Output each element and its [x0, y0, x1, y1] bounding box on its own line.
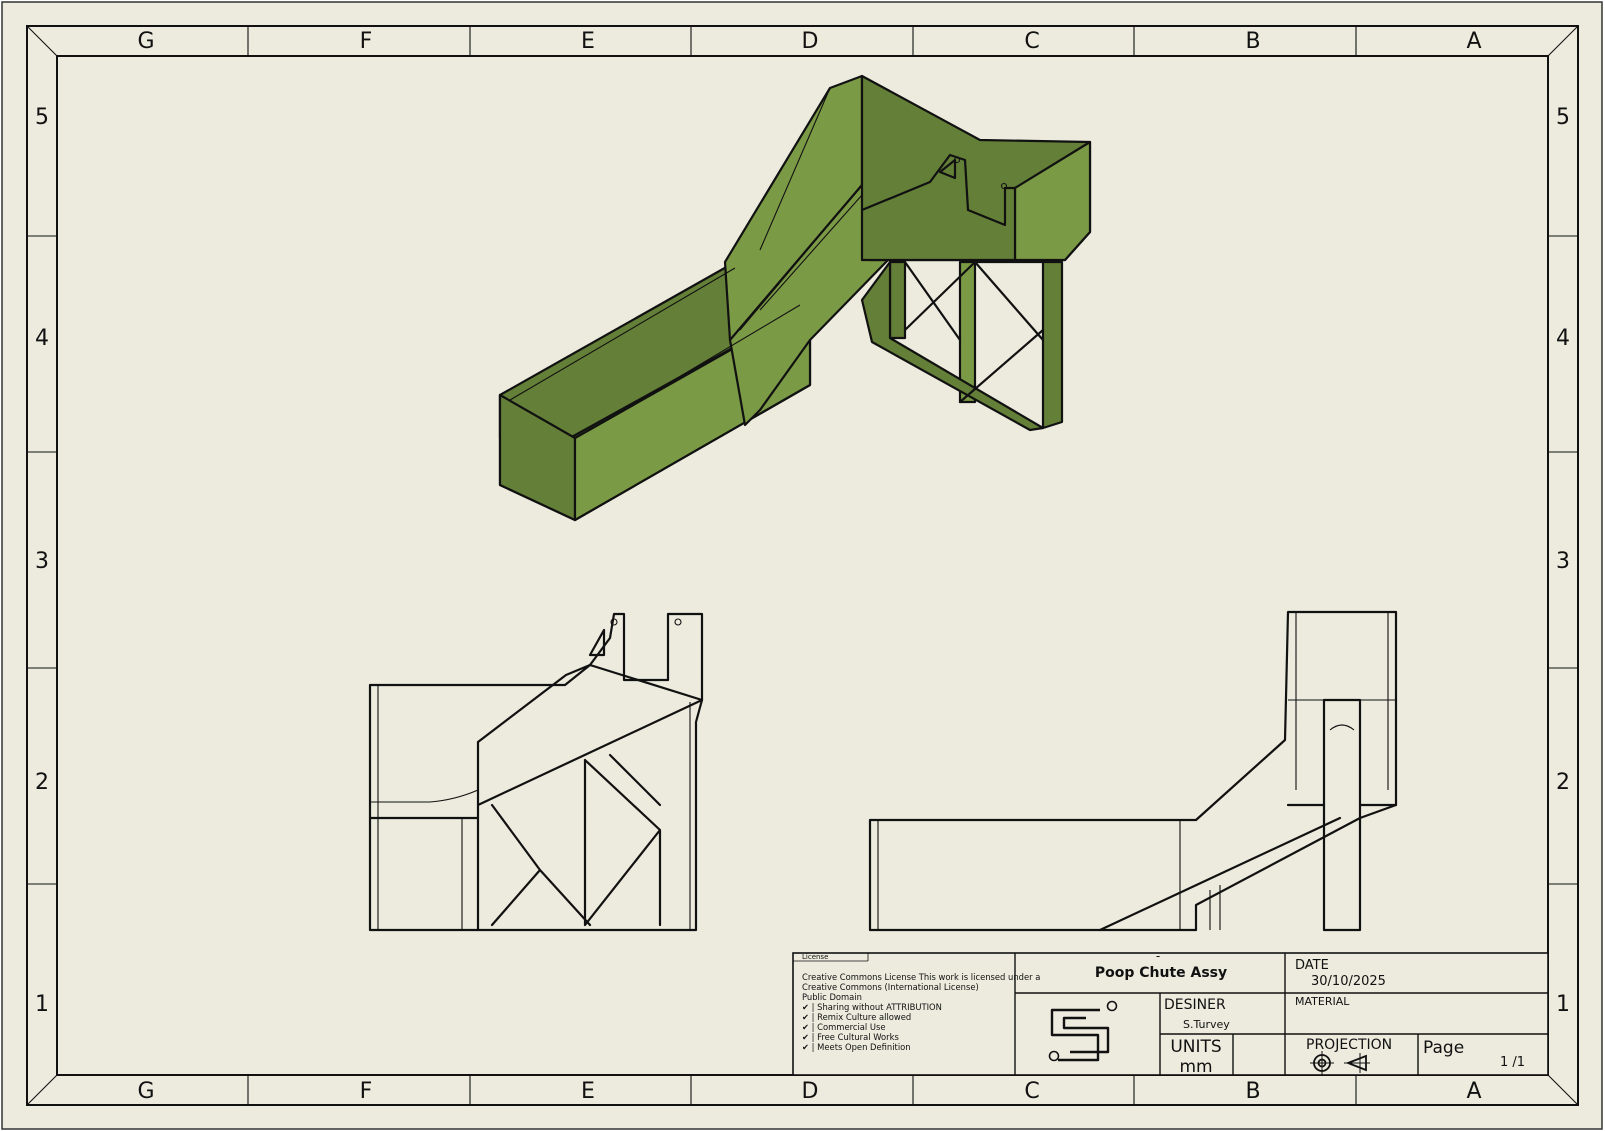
license-line-7: ✔ | Free Cultural Works [802, 1032, 899, 1042]
license-line-1: Creative Commons License This work is li… [802, 972, 1040, 982]
license-line-8: ✔ | Meets Open Definition [802, 1042, 911, 1052]
title-block [792, 952, 1549, 1076]
front-view-pin-hole-2 [674, 618, 682, 626]
zone-col-top-e: E [581, 29, 595, 54]
side-view-thin-edges [877, 612, 1396, 930]
license-line-2: Creative Commons (International License) [802, 982, 979, 992]
zone-col-bottom-f: F [360, 1079, 373, 1104]
outer-frame [26, 25, 1579, 1106]
zone-col-bottom-g: G [137, 1079, 154, 1104]
material-label: MATERIAL [1295, 995, 1350, 1008]
title-dash: - [1156, 949, 1160, 963]
iso-pin-hole-2 [1000, 182, 1008, 190]
front-view-edges [368, 663, 704, 932]
iso-leg-rear [1041, 260, 1064, 430]
iso-front-plate [860, 153, 1017, 262]
side-view-outline [868, 610, 1398, 932]
third-angle-projection-icon [1310, 1051, 1370, 1075]
zone-dividers [27, 26, 1578, 1105]
front-view-mount-hole [588, 628, 606, 657]
license-line-6: ✔ | Commercial Use [802, 1022, 886, 1032]
zone-col-bottom-e: E [581, 1079, 595, 1104]
zone-col-bottom-a: A [1466, 1079, 1481, 1104]
page-label: Page [1423, 1038, 1464, 1058]
zone-row-left-1: 1 [35, 992, 49, 1017]
front-view-cross-braces [490, 753, 662, 927]
zone-col-top-d: D [802, 29, 819, 54]
front-view-outline [368, 612, 704, 932]
zone-col-top-a: A [1466, 29, 1481, 54]
zone-col-bottom-d: D [802, 1079, 819, 1104]
zone-row-right-3: 3 [1556, 549, 1570, 574]
date-value: 30/10/2025 [1311, 974, 1386, 989]
zone-col-bottom-c: C [1024, 1079, 1039, 1104]
front-view-pin-hole-1 [610, 618, 618, 626]
drawing-title: Poop Chute Assy [1095, 965, 1227, 981]
zone-row-right-1: 1 [1556, 992, 1570, 1017]
zone-col-bottom-b: B [1245, 1079, 1260, 1104]
zone-row-left-4: 4 [35, 326, 49, 351]
isometric-view [498, 74, 1092, 522]
zone-row-right-2: 2 [1556, 770, 1570, 795]
side-view-edges [1098, 803, 1398, 932]
license-line-3: Public Domain [802, 992, 862, 1002]
iso-lower-web [860, 260, 1045, 432]
designer-label: DESINER [1164, 997, 1226, 1013]
zone-col-top-g: G [137, 29, 154, 54]
zone-col-top-f: F [360, 29, 373, 54]
iso-pin-hole-1 [953, 156, 961, 164]
front-view [368, 612, 704, 932]
iso-cross-braces [903, 260, 1045, 404]
front-view-thin-edges [370, 685, 691, 930]
zone-row-right-5: 5 [1556, 105, 1570, 130]
side-view [868, 610, 1398, 932]
iso-edge-lines [509, 76, 863, 431]
projection-label: PROJECTION [1306, 1037, 1392, 1053]
license-line-5: ✔ | Remix Culture allowed [802, 1012, 911, 1022]
zone-row-right-4: 4 [1556, 326, 1570, 351]
license-header: License [802, 953, 828, 961]
zone-row-left-2: 2 [35, 770, 49, 795]
units-value: mm [1179, 1057, 1212, 1077]
iso-leg-front [888, 260, 907, 340]
zone-row-left-3: 3 [35, 549, 49, 574]
iso-mount-hole [938, 158, 957, 180]
page-value: 1 /1 [1500, 1055, 1525, 1070]
frame-corners [26, 25, 1579, 1106]
designer-value: S.Turvey [1183, 1018, 1230, 1031]
license-line-4: ✔ | Sharing without ATTRIBUTION [802, 1002, 942, 1012]
zone-col-top-c: C [1024, 29, 1039, 54]
zone-row-left-5: 5 [35, 105, 49, 130]
designer-logo-icon [1048, 1000, 1118, 1062]
iso-leg-middle [958, 260, 977, 404]
zone-col-top-b: B [1245, 29, 1260, 54]
units-label: UNITS [1170, 1037, 1221, 1057]
date-label: DATE [1295, 958, 1329, 973]
